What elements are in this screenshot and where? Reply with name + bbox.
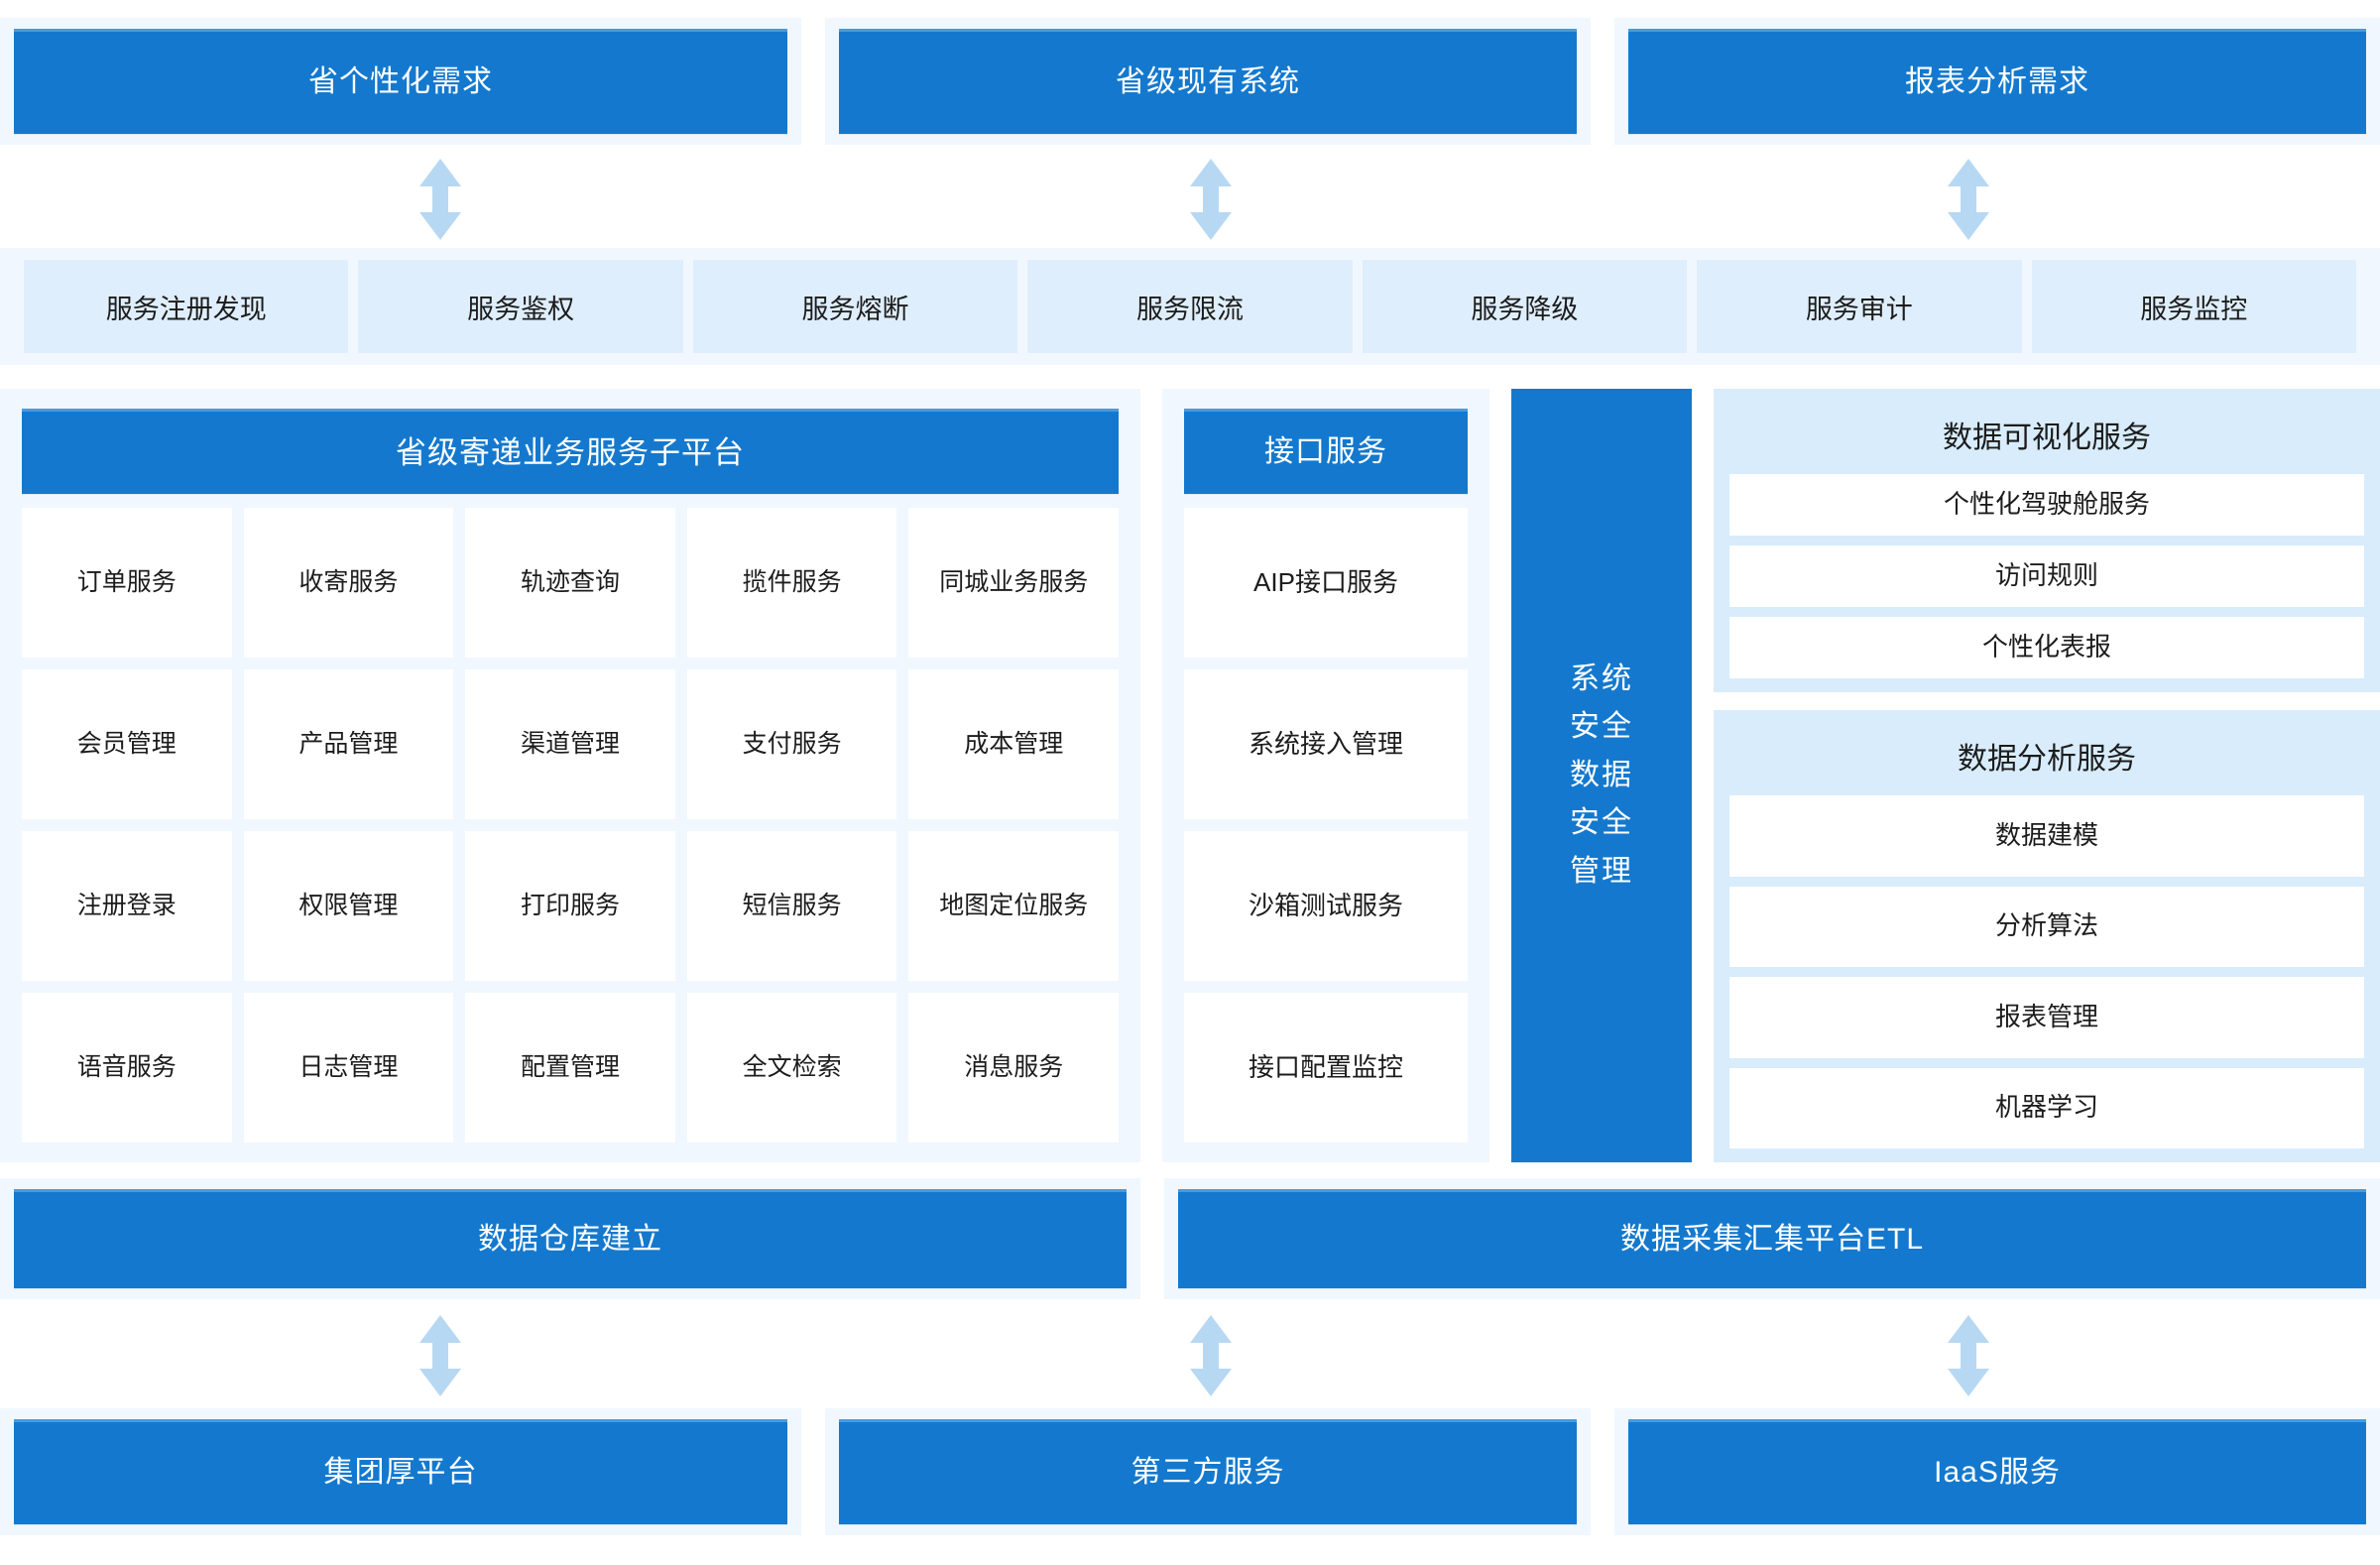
service-cell-print[interactable]: 打印服务 <box>465 831 675 981</box>
main-platform-row: 省级寄递业务服务子平台 订单服务 收寄服务 轨迹查询 揽件服务 同城业务服务 会… <box>0 389 2380 1162</box>
top-box-wrapper-1: 省个性化需求 <box>0 18 801 145</box>
interface-service-title: 接口服务 <box>1184 409 1468 494</box>
service-cell-track-query[interactable]: 轨迹查询 <box>465 508 675 658</box>
service-cell-pickup[interactable]: 揽件服务 <box>686 508 897 658</box>
service-governance-bar: 服务注册发现 服务鉴权 服务熔断 服务限流 服务降级 服务审计 服务监控 <box>0 248 2380 365</box>
service-cell-config-mgmt[interactable]: 配置管理 <box>465 993 675 1143</box>
data-warehouse-wrapper: 数据仓库建立 <box>0 1178 1140 1299</box>
foundation-row: 集团厚平台 第三方服务 IaaS服务 <box>0 1408 2380 1535</box>
top-box-wrapper-2: 省级现有系统 <box>825 18 1591 145</box>
service-cell-member-mgmt[interactable]: 会员管理 <box>22 669 232 819</box>
service-item-circuit-breaker[interactable]: 服务熔断 <box>692 260 1018 353</box>
data-analysis-panel: 数据分析服务 数据建模 分析算法 报表管理 机器学习 <box>1714 710 2380 1162</box>
analysis-cell-data-modeling[interactable]: 数据建模 <box>1729 795 2364 877</box>
double-arrow-icon-top-left <box>417 159 463 240</box>
api-cell-system-access[interactable]: 系统接入管理 <box>1184 669 1468 819</box>
data-layer-row: 数据仓库建立 数据采集汇集平台ETL <box>0 1178 2380 1299</box>
top-box-report-analysis-demand[interactable]: 报表分析需求 <box>1628 29 2366 134</box>
service-cell-cost-mgmt[interactable]: 成本管理 <box>908 669 1119 819</box>
service-item-rate-limit[interactable]: 服务限流 <box>1027 260 1353 353</box>
data-analysis-list: 数据建模 分析算法 报表管理 机器学习 <box>1729 795 2364 1148</box>
service-item-audit[interactable]: 服务审计 <box>1697 260 2022 353</box>
provincial-express-subplatform-title: 省级寄递业务服务子平台 <box>22 409 1119 494</box>
service-cell-order[interactable]: 订单服务 <box>22 508 232 658</box>
top-connector-arrows <box>0 159 2380 243</box>
service-cell-product-mgmt[interactable]: 产品管理 <box>243 669 454 819</box>
service-cell-register-login[interactable]: 注册登录 <box>22 831 232 981</box>
analysis-cell-machine-learning[interactable]: 机器学习 <box>1729 1067 2364 1148</box>
service-item-registry-discovery[interactable]: 服务注册发现 <box>24 260 349 353</box>
service-cell-permission[interactable]: 权限管理 <box>243 831 454 981</box>
provincial-express-subplatform-panel: 省级寄递业务服务子平台 订单服务 收寄服务 轨迹查询 揽件服务 同城业务服务 会… <box>0 389 1140 1162</box>
double-arrow-icon-bottom-right <box>1946 1315 1991 1396</box>
service-cell-fulltext-search[interactable]: 全文检索 <box>686 993 897 1143</box>
double-arrow-icon-bottom-middle <box>1188 1315 1234 1396</box>
service-item-degradation[interactable]: 服务降级 <box>1362 260 1688 353</box>
top-box-provincial-custom-demand[interactable]: 省个性化需求 <box>14 29 787 134</box>
foundation-box-wrapper-3: IaaS服务 <box>1614 1408 2380 1535</box>
top-box-wrapper-3: 报表分析需求 <box>1614 18 2380 145</box>
double-arrow-icon-bottom-left <box>417 1315 463 1396</box>
top-box-provincial-existing-system[interactable]: 省级现有系统 <box>839 29 1577 134</box>
foundation-box-group-platform[interactable]: 集团厚平台 <box>14 1419 787 1524</box>
etl-platform-wrapper: 数据采集汇集平台ETL <box>1164 1178 2380 1299</box>
security-management-panel: 系统 安全 数据 安全 管理 <box>1511 389 1692 1162</box>
viz-cell-personal-report[interactable]: 个性化表报 <box>1729 617 2364 678</box>
api-cell-config-monitor[interactable]: 接口配置监控 <box>1184 993 1468 1143</box>
data-services-column: 数据可视化服务 个性化驾驶舱服务 访问规则 个性化表报 数据分析服务 数据建模 … <box>1714 389 2380 1162</box>
service-item-monitoring[interactable]: 服务监控 <box>2031 260 2356 353</box>
service-cell-collection[interactable]: 收寄服务 <box>243 508 454 658</box>
data-analysis-title: 数据分析服务 <box>1958 743 2136 776</box>
etl-platform-box[interactable]: 数据采集汇集平台ETL <box>1178 1189 2366 1288</box>
service-item-auth[interactable]: 服务鉴权 <box>358 260 683 353</box>
service-cell-intracity[interactable]: 同城业务服务 <box>908 508 1119 658</box>
api-cell-sandbox-test[interactable]: 沙箱测试服务 <box>1184 831 1468 981</box>
analysis-cell-algorithms[interactable]: 分析算法 <box>1729 886 2364 967</box>
foundation-box-third-party-service[interactable]: 第三方服务 <box>839 1419 1577 1524</box>
viz-cell-personal-cockpit[interactable]: 个性化驾驶舱服务 <box>1729 474 2364 536</box>
service-cell-map-location[interactable]: 地图定位服务 <box>908 831 1119 981</box>
data-warehouse-box[interactable]: 数据仓库建立 <box>14 1189 1127 1288</box>
provincial-express-service-grid: 订单服务 收寄服务 轨迹查询 揽件服务 同城业务服务 会员管理 产品管理 渠道管… <box>22 508 1119 1143</box>
service-cell-log-mgmt[interactable]: 日志管理 <box>243 993 454 1143</box>
service-cell-message[interactable]: 消息服务 <box>908 993 1119 1143</box>
foundation-box-wrapper-2: 第三方服务 <box>825 1408 1591 1535</box>
viz-cell-access-rules[interactable]: 访问规则 <box>1729 545 2364 607</box>
top-requirements-row: 省个性化需求 省级现有系统 报表分析需求 <box>0 18 2380 145</box>
service-cell-channel-mgmt[interactable]: 渠道管理 <box>465 669 675 819</box>
double-arrow-icon-top-right <box>1946 159 1991 240</box>
foundation-box-iaas-service[interactable]: IaaS服务 <box>1628 1419 2366 1524</box>
analysis-cell-report-mgmt[interactable]: 报表管理 <box>1729 977 2364 1058</box>
service-cell-sms[interactable]: 短信服务 <box>686 831 897 981</box>
service-cell-payment[interactable]: 支付服务 <box>686 669 897 819</box>
api-cell-aip-interface[interactable]: AIP接口服务 <box>1184 508 1468 658</box>
data-visualization-panel: 数据可视化服务 个性化驾驶舱服务 访问规则 个性化表报 <box>1714 389 2380 692</box>
data-visualization-title: 数据可视化服务 <box>1943 421 2151 454</box>
double-arrow-icon-top-middle <box>1188 159 1234 240</box>
bottom-connector-arrows <box>0 1315 2380 1399</box>
security-management-bar[interactable]: 系统 安全 数据 安全 管理 <box>1511 389 1692 1162</box>
foundation-box-wrapper-1: 集团厚平台 <box>0 1408 801 1535</box>
service-cell-voice[interactable]: 语音服务 <box>22 993 232 1143</box>
interface-service-list: AIP接口服务 系统接入管理 沙箱测试服务 接口配置监控 <box>1184 508 1468 1143</box>
interface-service-panel: 接口服务 AIP接口服务 系统接入管理 沙箱测试服务 接口配置监控 <box>1162 389 1489 1162</box>
